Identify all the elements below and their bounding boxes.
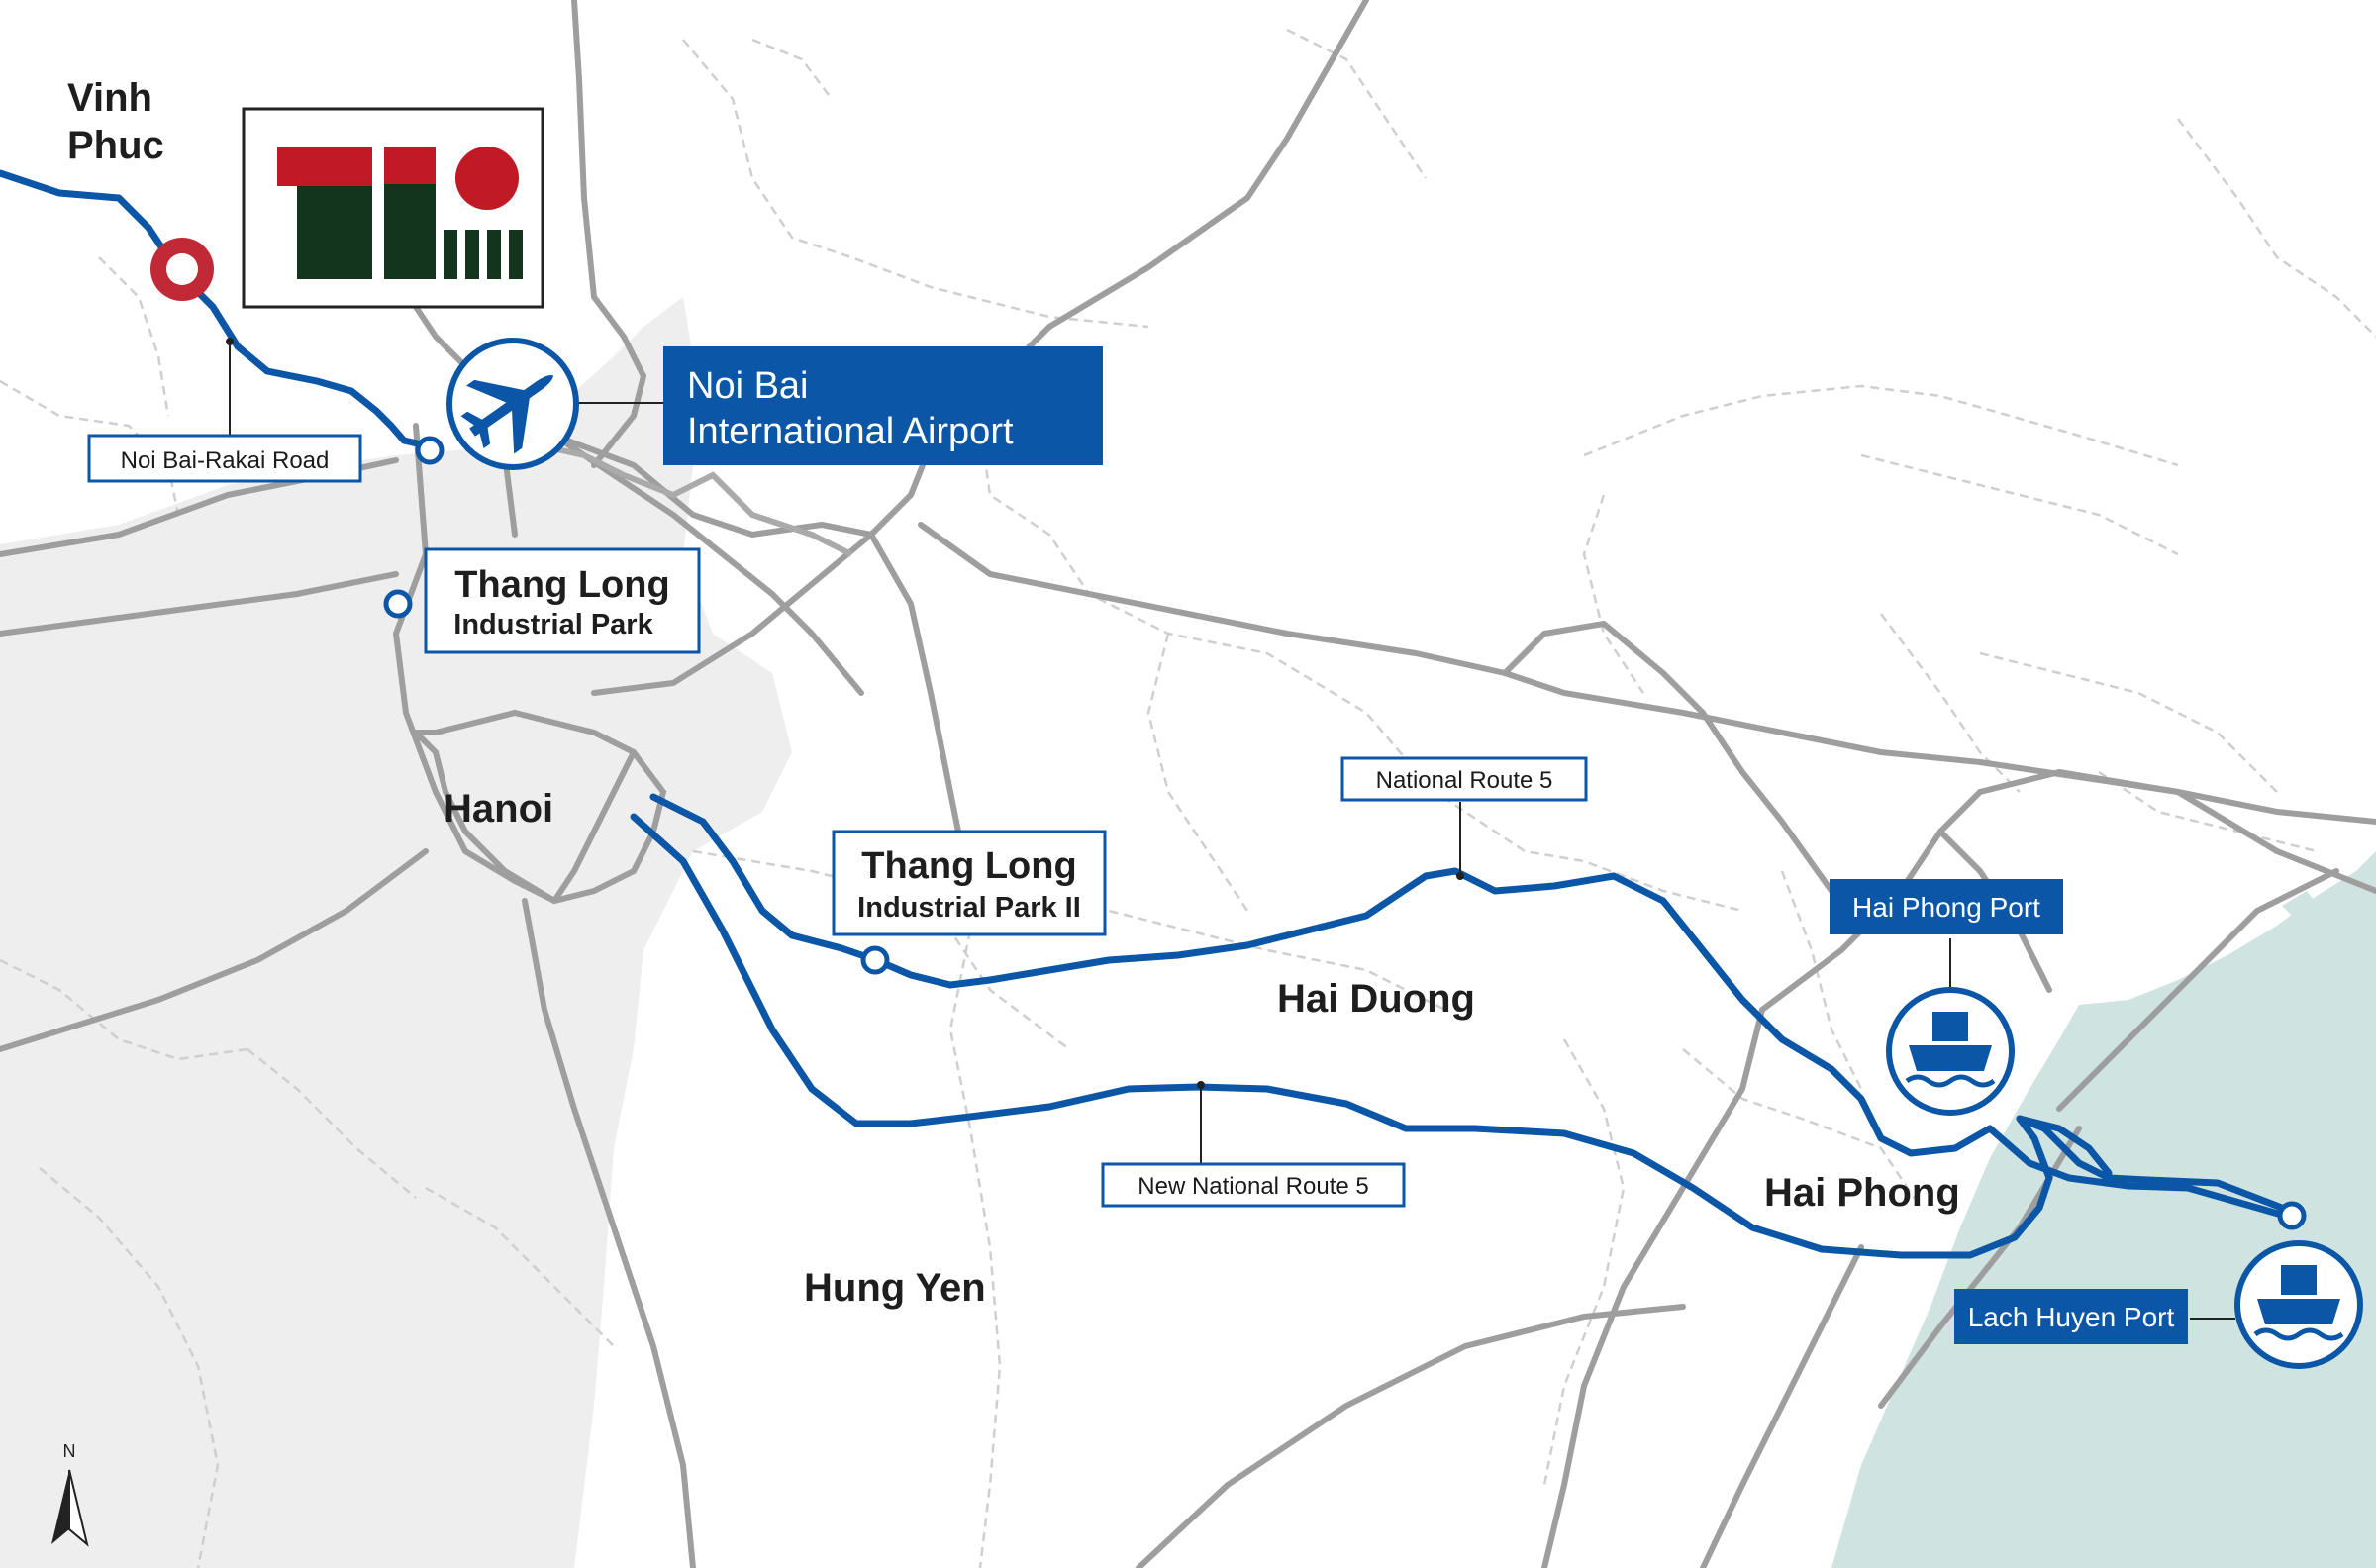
hai-duong-label: Hai Duong bbox=[1277, 977, 1475, 1021]
hung-yen-label: Hung Yen bbox=[804, 1266, 986, 1310]
airport-label-line2: International Airport bbox=[687, 411, 1014, 452]
lach-huyen-bridge-line bbox=[2016, 1115, 2113, 1177]
noi-bai-rakai-road-label: Noi Bai-Rakai Road bbox=[121, 447, 330, 474]
hanoi-area bbox=[0, 297, 792, 1568]
thang-long-ip2-subtitle: Industrial Park II bbox=[857, 892, 1081, 924]
lach-huyen-port-icon bbox=[2234, 1240, 2363, 1369]
red-ring-marker-icon bbox=[150, 238, 214, 301]
vinh-phuc-label-line2: Phuc bbox=[67, 124, 164, 167]
lach-huyen-port-label: Lach Huyen Port bbox=[1968, 1302, 2175, 1332]
airport-label-line1: Noi Bai bbox=[687, 365, 809, 407]
route-points bbox=[383, 436, 2307, 1230]
thang-long-ip2-title: Thang Long bbox=[861, 845, 1076, 887]
district-borders bbox=[0, 28, 2376, 1568]
airport-icon-group bbox=[446, 338, 579, 470]
hanoi-label: Hanoi bbox=[444, 787, 553, 831]
thang-long-ip-point bbox=[383, 589, 413, 619]
lach-huyen-port-box: Lach Huyen Port bbox=[1954, 1289, 2188, 1344]
thang-long-ip-subtitle: Industrial Park bbox=[453, 609, 653, 640]
thang-long-ip2-point bbox=[860, 945, 890, 975]
airplane-icon bbox=[460, 375, 553, 454]
national-route-5-box: National Route 5 bbox=[1340, 756, 1588, 802]
lach-huyen-point bbox=[2277, 1201, 2307, 1230]
compass-label: N bbox=[63, 1441, 76, 1461]
hai-phong-port-icon bbox=[1886, 987, 2015, 1116]
ship-icon bbox=[2253, 1265, 2344, 1341]
new-national-route-5-box: New National Route 5 bbox=[1101, 1162, 1406, 1208]
tlip-logo bbox=[242, 107, 544, 309]
thang-long-ip-box: Thang Long Industrial Park bbox=[424, 547, 701, 654]
noi-bai-rakai-road-line bbox=[0, 169, 430, 449]
leader-lines bbox=[226, 338, 2235, 1320]
vinh-phuc-label-line1: Vinh bbox=[67, 76, 152, 120]
noi-bai-rakai-road-box: Noi Bai-Rakai Road bbox=[87, 434, 362, 483]
airport-label-box: Noi Bai International Airport bbox=[663, 346, 1103, 465]
thang-long-ip2-box: Thang Long Industrial Park II bbox=[832, 830, 1107, 936]
new-national-route-5-label: New National Route 5 bbox=[1138, 1173, 1368, 1200]
national-route-5-label: National Route 5 bbox=[1376, 767, 1553, 794]
new-national-route-5-line bbox=[630, 813, 2291, 1259]
sea-area bbox=[1832, 851, 2376, 1568]
noi-bai-rakai-point bbox=[415, 436, 445, 465]
hai-phong-port-box: Hai Phong Port bbox=[1830, 879, 2063, 934]
hai-phong-port-label: Hai Phong Port bbox=[1852, 892, 2040, 923]
north-arrow-icon: N bbox=[51, 1441, 89, 1547]
thang-long-ip-title: Thang Long bbox=[454, 564, 669, 606]
hai-phong-label: Hai Phong bbox=[1764, 1171, 1960, 1215]
ship-icon bbox=[1905, 1012, 1996, 1088]
